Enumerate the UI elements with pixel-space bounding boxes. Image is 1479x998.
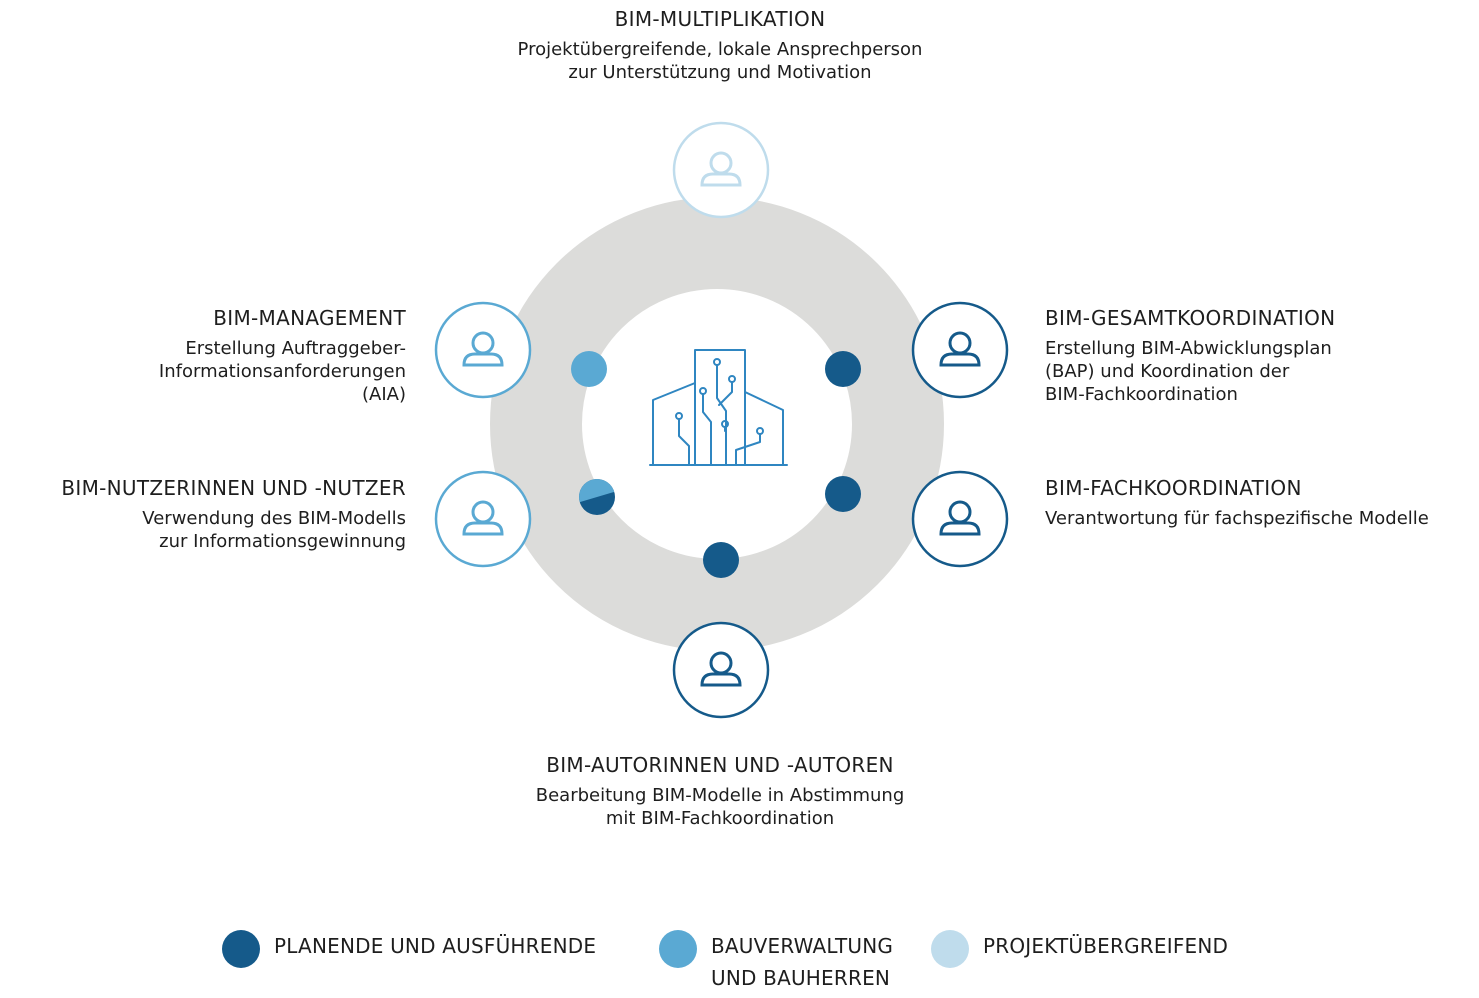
role-description: Verantwortung für fachspezifische Modell…: [1045, 508, 1429, 529]
role-circle: [672, 621, 770, 719]
node-autoren: [672, 621, 770, 719]
role-gesamtkoordination: BIM-GESAMTKOORDINATION Erstellung BIM-Ab…: [1045, 305, 1475, 406]
legend-item-planende: PLANENDE UND AUSFÜHRENDE: [222, 930, 596, 968]
role-autoren: BIM-AUTORINNEN UND -AUTOREN Bearbeitung …: [420, 752, 1020, 830]
legend-item-projektuebergreifend: PROJEKTÜBERGREIFEND: [931, 930, 1228, 968]
person-icon: [939, 331, 981, 367]
person-icon: [939, 500, 981, 536]
node-gesamtkoordination: [911, 301, 1009, 399]
role-circle: [434, 301, 532, 399]
legend-dot: [931, 930, 969, 968]
role-description: Verwendung des BIM-Modells zur Informati…: [142, 508, 406, 552]
node-multiplikation: [672, 121, 770, 219]
role-multiplikation: BIM-MULTIPLIKATION Projektübergreifende,…: [420, 6, 1020, 84]
dot-fachkoordination: [825, 476, 861, 512]
person-icon: [700, 651, 742, 687]
role-title: BIM-FACHKOORDINATION: [1045, 476, 1302, 500]
role-nutzer: BIM-NUTZERINNEN UND -NUTZER Verwendung d…: [0, 475, 406, 553]
role-circle: [911, 470, 1009, 568]
role-management: BIM-MANAGEMENT Erstellung Auftraggeber- …: [0, 305, 406, 406]
legend-dot: [659, 930, 697, 968]
dot-nutzer: [578, 478, 615, 515]
role-circle: [434, 470, 532, 568]
node-management: [434, 301, 532, 399]
node-fachkoordination: [911, 470, 1009, 568]
role-description: Erstellung Auftraggeber- Informationsanf…: [158, 338, 406, 405]
dot-management: [571, 351, 607, 387]
role-description: Projektübergreifende, lokale Ansprechper…: [517, 39, 923, 83]
dot-gesamtkoordination: [825, 351, 861, 387]
building-circuit-icon: [649, 349, 788, 466]
role-fachkoordination: BIM-FACHKOORDINATION Verantwortung für f…: [1045, 475, 1475, 530]
legend-dot: [222, 930, 260, 968]
role-title: BIM-MULTIPLIKATION: [614, 7, 826, 31]
legend-label: PROJEKTÜBERGREIFEND: [983, 934, 1229, 958]
role-description: Erstellung BIM-Abwicklungsplan (BAP) und…: [1045, 338, 1332, 405]
person-icon: [462, 331, 504, 367]
person-icon: [700, 151, 742, 187]
role-title: BIM-GESAMTKOORDINATION: [1045, 306, 1336, 330]
dot-autoren: [703, 542, 739, 578]
role-title: BIM-MANAGEMENT: [213, 306, 406, 330]
person-icon: [462, 500, 504, 536]
role-circle: [672, 121, 770, 219]
role-title: BIM-AUTORINNEN UND -AUTOREN: [546, 753, 894, 777]
role-title: BIM-NUTZERINNEN UND -NUTZER: [61, 476, 406, 500]
role-description: Bearbeitung BIM-Modelle in Abstimmung mi…: [535, 785, 905, 829]
role-circle: [911, 301, 1009, 399]
node-nutzer: [434, 470, 532, 568]
ring: [490, 197, 944, 651]
legend-label: PLANENDE UND AUSFÜHRENDE: [274, 934, 597, 958]
